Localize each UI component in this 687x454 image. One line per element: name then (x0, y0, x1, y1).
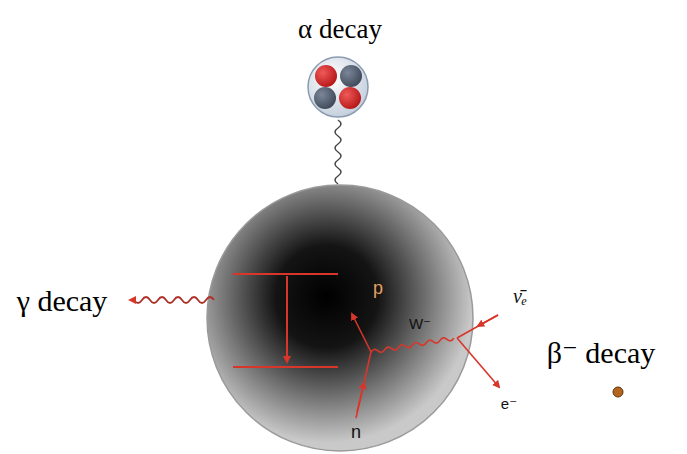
decay-title: α decay (298, 15, 382, 45)
decay-title: β⁻ decay (547, 336, 656, 369)
decay-title: γ decay (17, 284, 108, 317)
particle-label: ν̄ₑ (513, 285, 527, 307)
electron-dot (613, 387, 623, 397)
particle-label: W⁻ (409, 316, 431, 333)
gamma-levels (233, 274, 338, 367)
nucleus (207, 185, 473, 451)
gamma-photon (130, 297, 214, 303)
feynman-diagram (352, 314, 499, 418)
alpha-particle (308, 57, 368, 117)
particle-label: n (351, 423, 361, 443)
emission-wave (335, 120, 341, 184)
particle-label: e⁻ (501, 396, 517, 413)
particle-label: p (373, 279, 383, 299)
